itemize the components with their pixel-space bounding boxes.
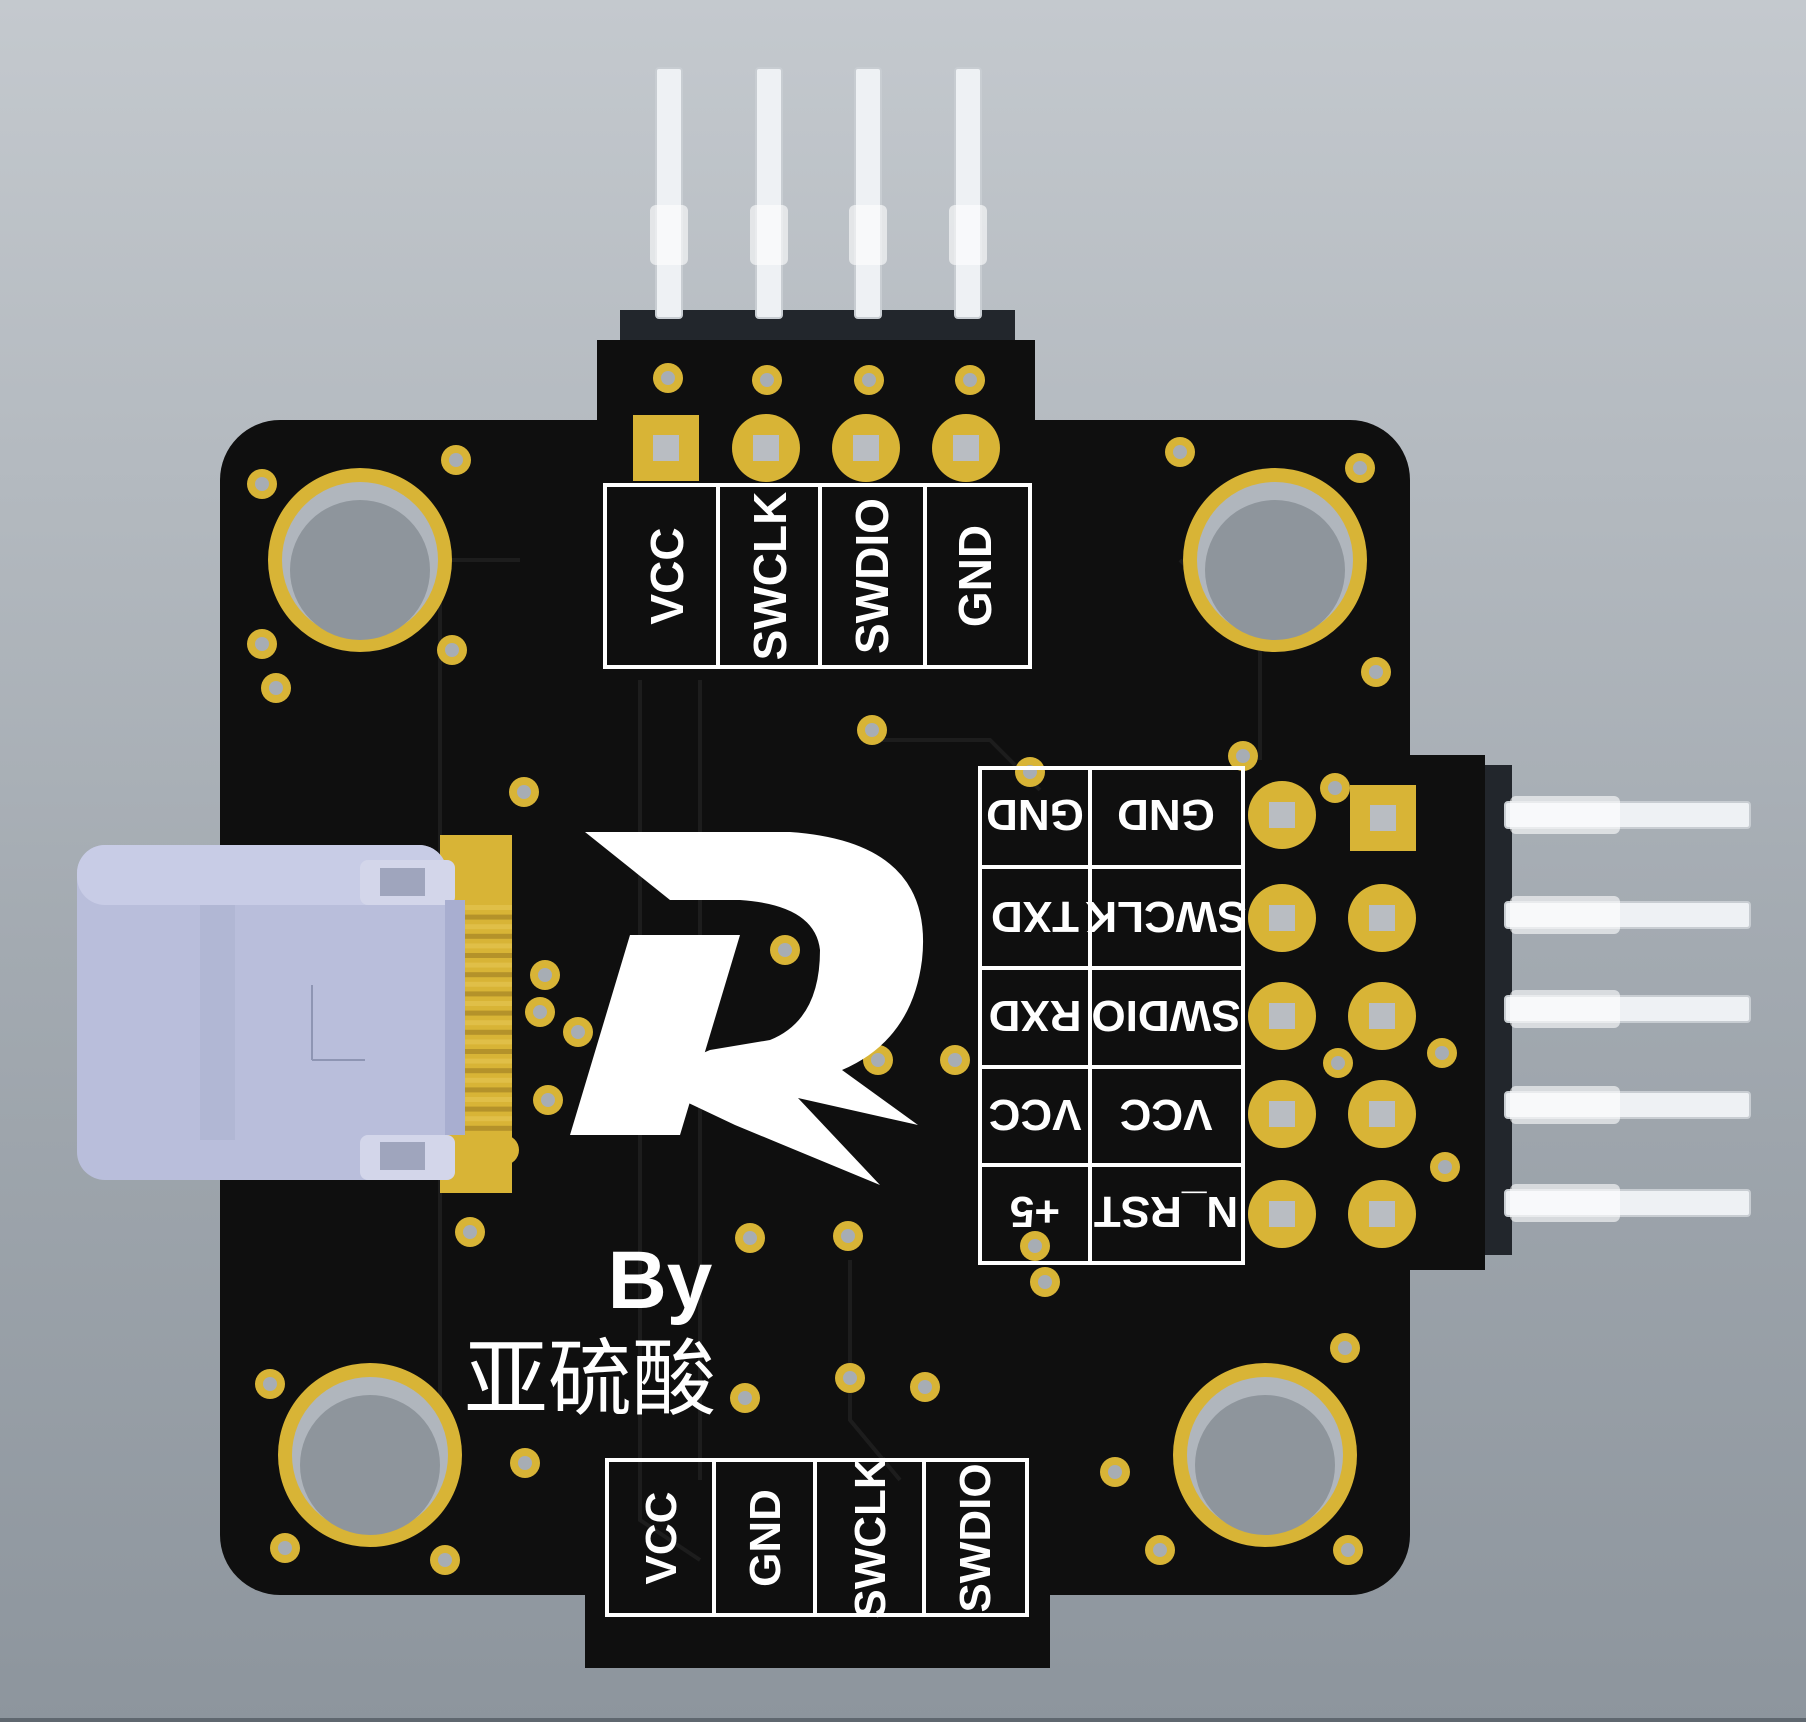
via-hole [1108,1465,1122,1479]
right-label-right-2: SWCLK [1085,892,1247,941]
via-hole [255,637,269,651]
via-hole [738,1391,752,1405]
right-label-left-1: GND [986,790,1084,839]
usb-pin [440,991,512,997]
via-hole [541,1093,555,1107]
usb-pin [440,1077,512,1083]
via-hole [1328,781,1342,795]
via-hole [278,1541,292,1555]
via-hole [661,371,675,385]
usb-pin [440,1058,512,1064]
usb-pin [440,1049,512,1054]
usb-pin [440,933,512,939]
via-hole [1341,1543,1355,1557]
usb-pin [440,953,512,958]
via-hole [841,1229,855,1243]
right-header-pads [1248,781,1416,1248]
usb-pin [440,981,512,987]
usb-c-connector-icon [77,835,512,1193]
right-label-right-5: N_RST [1094,1187,1238,1236]
usb-pin [440,924,512,930]
via-hole [1369,665,1383,679]
via-hole [871,1053,885,1067]
via-hole [1173,445,1187,459]
via-hole [438,1553,452,1567]
usb-pin [440,962,512,968]
right-header-label-box [978,766,1245,1265]
bottom-label-swdio: SWDIO [951,1463,1000,1612]
right-label-right-4: VCC [1120,1090,1213,1139]
bottom-header-label-box [605,1458,1029,1617]
top-label-swdio: SWDIO [846,498,898,654]
usb-pin [440,1068,512,1074]
via-hole [533,1005,547,1019]
via-hole [263,1377,277,1391]
right-header-pins [1480,765,1751,1255]
via-hole [449,453,463,467]
via-hole [518,1456,532,1470]
bottom-label-gnd: GND [741,1489,790,1587]
right-label-left-5: +5 [1010,1187,1060,1236]
via-hole [1236,749,1250,763]
via-hole [463,1225,477,1239]
top-label-gnd: GND [949,525,1001,627]
usb-pin [440,1106,512,1112]
via-hole [865,723,879,737]
bottom-label-vcc: VCC [637,1492,686,1585]
top-header-pins [620,67,1015,342]
via-hole [778,943,792,957]
usb-pin [440,943,512,949]
top-header-pads [633,414,1000,482]
via-hole [948,1053,962,1067]
usb-pin [440,1116,512,1122]
usb-pin [440,1097,512,1102]
via-hole [269,681,283,695]
via-hole [843,1371,857,1385]
via-hole [743,1231,757,1245]
lightning-r-logo-icon [570,832,924,1185]
right-label-right-3: SWDIO [1091,991,1240,1040]
via-hole [1153,1543,1167,1557]
via-hole [1438,1160,1452,1174]
via-hole [1435,1046,1449,1060]
usb-pin [440,1029,512,1035]
usb-pin [440,1039,512,1045]
via-hole [1331,1056,1345,1070]
via-hole [963,373,977,387]
top-label-vcc: VCC [641,527,693,624]
via-hole [1353,461,1367,475]
right-label-left-4: VCC [989,1090,1082,1139]
via-hole [517,785,531,799]
via-hole [538,968,552,982]
via-hole [255,477,269,491]
usb-pin [440,1020,512,1026]
via-hole [445,643,459,657]
usb-pin [440,1125,512,1131]
usb-pin [440,1001,512,1006]
usb-pin [440,905,512,910]
via-hole [1028,1239,1042,1253]
top-header-label-box [603,483,1032,669]
top-label-swclk: SWCLK [744,492,796,661]
via-hole [1338,1341,1352,1355]
usb-pin [440,972,512,978]
top-header-labels: VCC SWCLK SWDIO GND [641,492,1001,661]
right-label-right-1: GND [1117,790,1215,839]
credit-by: By [608,1235,713,1326]
usb-pin [440,914,512,920]
bottom-label-swclk: SWCLK [846,1457,895,1619]
via-hole [760,373,774,387]
credit-author: 亚硫酸 [464,1330,716,1428]
right-label-left-2: TXD [991,892,1079,941]
via-hole [918,1380,932,1394]
bottom-header-labels: VCC GND SWCLK SWDIO [637,1457,1000,1619]
right-header-labels: GND GND TXD SWCLK RXD SWDIO VCC VCC +5 N… [986,790,1247,1236]
via-hole [1038,1275,1052,1289]
right-label-left-3: RXD [989,991,1082,1040]
usb-pin [440,1087,512,1093]
via-hole [571,1025,585,1039]
via-hole [862,373,876,387]
usb-pin [440,1010,512,1016]
